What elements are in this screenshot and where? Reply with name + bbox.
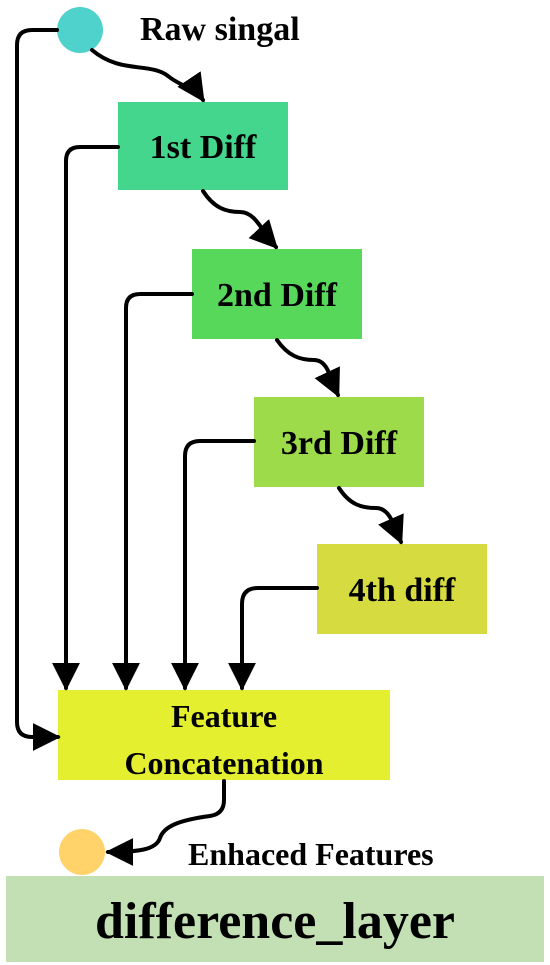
footer-bar — [6, 876, 544, 962]
arrow-raw-to-concat — [15, 28, 61, 751]
arrow-diff1-to-concat — [52, 145, 120, 691]
enhanced-features-node — [59, 829, 105, 875]
arrow-diff2-to-diff3 — [275, 338, 340, 398]
diff-4-box — [317, 544, 487, 634]
arrow-diff1-to-diff2 — [201, 189, 278, 250]
arrow-concat-to-output — [105, 779, 226, 866]
diff-1-label: 1st Diff — [150, 129, 257, 166]
raw-signal-label: Raw singal — [140, 11, 300, 48]
feature-concatenation-label-line1: Feature — [171, 698, 277, 734]
arrow-diff3-to-diff4 — [337, 486, 404, 545]
diff-4-label: 4th diff — [349, 572, 456, 609]
diff-2-box — [192, 249, 362, 339]
arrow-diff4-to-concat — [228, 586, 319, 691]
diff-2-label: 2nd Diff — [217, 277, 338, 314]
footer-label: difference_layer — [95, 893, 455, 950]
arrow-diff2-to-concat — [112, 292, 194, 691]
diff-1-box — [118, 102, 288, 190]
enhanced-features-label: Enhaced Features — [188, 836, 434, 872]
arrow-raw-to-diff1 — [90, 48, 205, 103]
diff-3-box — [254, 397, 424, 487]
raw-signal-node — [57, 7, 103, 53]
feature-concatenation-box — [58, 690, 390, 780]
arrow-diff3-to-concat — [171, 439, 256, 691]
feature-concatenation-label-line2: Concatenation — [124, 745, 323, 781]
diff-3-label: 3rd Diff — [281, 425, 398, 462]
